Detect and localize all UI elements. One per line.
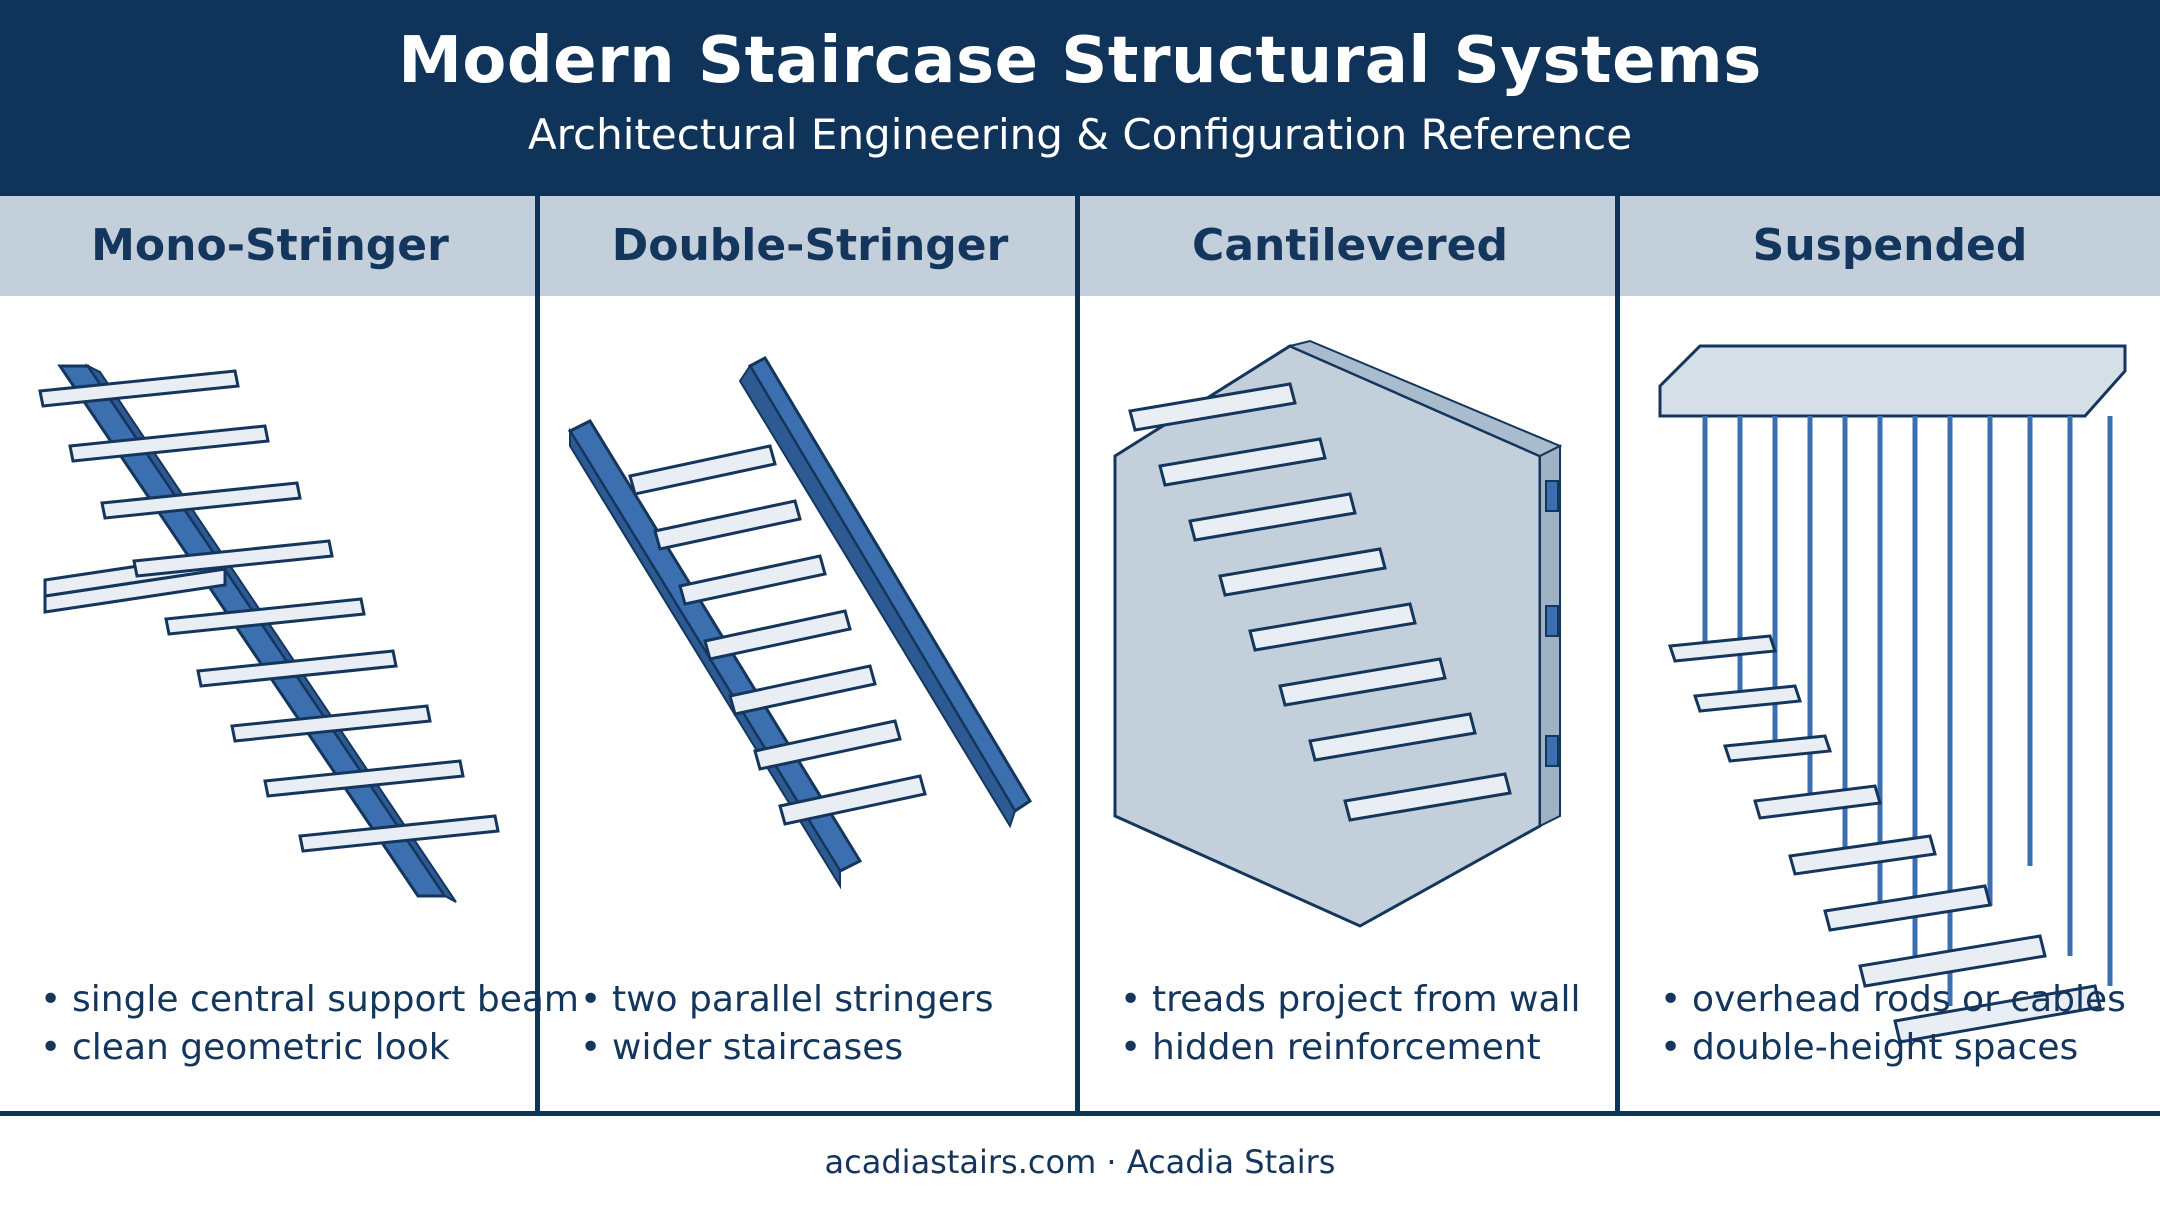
column-heading: Suspended — [1620, 196, 2160, 296]
column-divider — [1615, 196, 1620, 1116]
list-item: •double-height spaces — [1660, 1027, 2079, 1068]
double-stringer-illustration — [567, 356, 1033, 890]
mono-stringer-illustration — [38, 363, 500, 903]
column-heading: Mono-Stringer — [0, 196, 540, 296]
list-item: •clean geometric look — [40, 1027, 450, 1068]
page-subtitle: Architectural Engineering & Configuratio… — [527, 110, 1633, 159]
cantilevered-illustration — [1113, 339, 1563, 928]
treads — [1128, 382, 1512, 822]
list-item: •treads project from wall — [1120, 979, 1581, 1020]
column-heading: Cantilevered — [1080, 196, 1620, 296]
column-divider — [535, 196, 540, 1116]
list-item: •two parallel stringers — [580, 979, 994, 1020]
title-banner: Modern Staircase Structural Systems Arch… — [0, 0, 2160, 196]
column-divider — [1075, 196, 1080, 1116]
overhead-slab — [1658, 344, 2127, 418]
column-double-stringer: Double-Stringer •two parallel stringers — [540, 196, 1080, 1111]
systems-grid: Mono-Stringer — [0, 196, 2160, 1116]
feature-list: •single central support beam •clean geom… — [40, 976, 579, 1072]
page-title: Modern Staircase Structural Systems — [398, 24, 1762, 98]
treads — [38, 369, 500, 853]
column-cantilevered: Cantilevered — [1080, 196, 1620, 1111]
list-item: •hidden reinforcement — [1120, 1027, 1541, 1068]
column-heading: Double-Stringer — [540, 196, 1080, 296]
wall-anchors — [1545, 480, 1559, 767]
feature-list: •overhead rods or cables •double-height … — [1660, 976, 2126, 1072]
column-mono-stringer: Mono-Stringer — [0, 196, 579, 1111]
feature-list: •two parallel stringers •wider staircase… — [580, 976, 993, 1072]
list-item: •single central support beam — [40, 979, 579, 1020]
feature-list: •treads project from wall •hidden reinfo… — [1120, 976, 1581, 1072]
list-item: •overhead rods or cables — [1660, 979, 2126, 1020]
hanger-rods — [1702, 416, 2113, 1006]
footer-credit: acadiastairs.com · Acadia Stairs — [824, 1143, 1336, 1181]
treads — [628, 444, 927, 826]
treads — [1667, 634, 2102, 1044]
suspended-illustration — [1658, 344, 2127, 1044]
list-item: •wider staircases — [580, 1027, 904, 1068]
column-suspended: Suspended — [1620, 196, 2160, 1111]
